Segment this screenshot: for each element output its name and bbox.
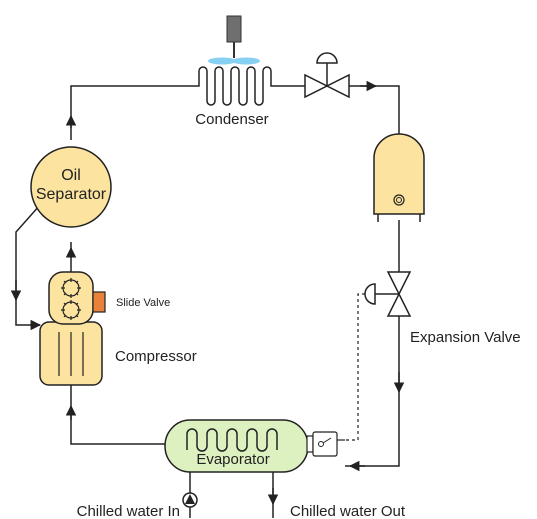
evaporator xyxy=(164,419,345,473)
oil-separator-label-line1: Oil xyxy=(61,167,81,184)
evaporator-coil xyxy=(186,428,278,452)
expansion-valve xyxy=(364,271,412,317)
fan-blade-right-icon xyxy=(232,57,260,65)
oil-separator-label-line2: Separator xyxy=(36,186,107,203)
chilled-water-in-label: Chilled water In xyxy=(77,503,180,519)
chilled-water-pump xyxy=(182,492,198,508)
compressor-label: Compressor xyxy=(115,348,197,365)
fan-blade-left-icon xyxy=(208,57,236,65)
pump-arrow-icon xyxy=(185,494,195,504)
fan-motor xyxy=(226,15,242,43)
condenser-label: Condenser xyxy=(195,111,268,128)
pipe-separator-to-condenser xyxy=(70,85,197,140)
expansion-valve-actuator-icon xyxy=(364,283,376,305)
evaporator-label: Evaporator xyxy=(196,451,269,468)
screw-rotor-bottom-icon xyxy=(61,300,81,320)
float-switch-contact-icon xyxy=(318,441,324,447)
compressor xyxy=(39,271,106,386)
expansion-valve-label: Expansion Valve xyxy=(410,329,521,346)
screw-rotor-top-icon xyxy=(61,278,81,298)
valve-left-triangle xyxy=(304,73,329,99)
receiver-tank xyxy=(373,133,425,222)
slide-valve-label: Slide Valve xyxy=(116,297,170,309)
float-switch-flange xyxy=(306,435,314,453)
float-switch-box xyxy=(312,431,338,457)
flow-arrows xyxy=(10,80,405,506)
pipe-oil-return xyxy=(15,204,41,326)
expansion-valve-bottom-triangle xyxy=(386,292,412,317)
chilled-water-out-label: Chilled water Out xyxy=(290,503,406,519)
valve-actuator-icon xyxy=(316,52,338,64)
sight-glass-icon xyxy=(393,194,405,206)
sensing-line xyxy=(345,293,365,441)
condenser xyxy=(197,15,278,106)
valve-right-triangle xyxy=(325,73,350,99)
sight-glass-inner-icon xyxy=(396,197,402,203)
float-switch-lever-icon xyxy=(322,437,332,444)
oil-separator xyxy=(30,146,112,228)
expansion-valve-top-triangle xyxy=(386,271,412,296)
pipe-expansion-to-evaporator xyxy=(345,316,400,467)
receiver-body xyxy=(373,133,425,215)
slide-valve-actuator xyxy=(92,291,106,313)
condenser-outlet-valve xyxy=(304,52,350,99)
condenser-coil xyxy=(197,66,278,106)
pipe-valve-to-receiver xyxy=(349,85,400,134)
pipe-evaporator-to-compressor xyxy=(70,384,165,445)
